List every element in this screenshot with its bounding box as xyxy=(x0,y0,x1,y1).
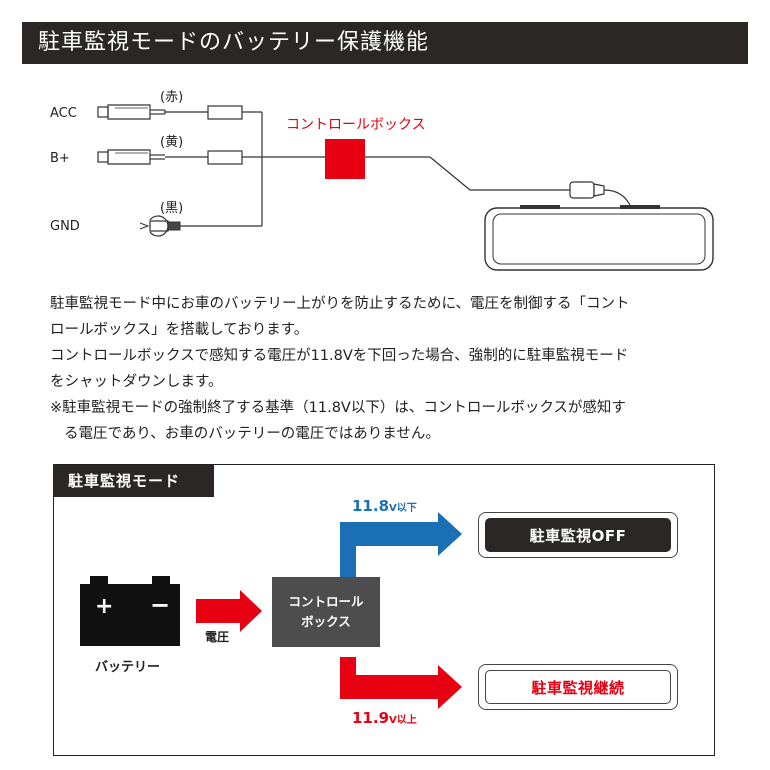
parking-mode-panel: 駐車監視モード xyxy=(53,464,715,756)
control-box-icon xyxy=(325,139,365,179)
bplus-connector-icon xyxy=(97,149,325,165)
voltage-arrow xyxy=(196,590,262,632)
page-header: 駐車監視モードのバッテリー保護機能 xyxy=(22,22,748,64)
wiring-diagram xyxy=(97,104,714,271)
acc-connector-icon xyxy=(97,104,262,120)
rear-view-mirror-icon xyxy=(484,205,714,271)
mirror-continue: 駐車監視継続 xyxy=(478,664,678,710)
control-box-caption: コントロールボックス xyxy=(286,117,426,133)
control-box: コントロール ボックス xyxy=(272,577,380,647)
description: 駐車監視モード中にお車のバッテリー上がりを防止するために、電圧を制御する「コント… xyxy=(50,291,740,447)
gnd-label: GND xyxy=(50,219,80,234)
description-line: ロールボックス」を搭載しております。 xyxy=(50,322,309,338)
parking-off-label: 駐車監視OFF xyxy=(485,518,671,552)
lower-arrow xyxy=(340,657,462,709)
upper-voltage-label: 11.8V以下 xyxy=(352,497,417,515)
bplus-color-label: (黄) xyxy=(160,135,184,150)
gnd-terminal-icon xyxy=(139,215,262,237)
battery-minus-icon: − xyxy=(150,591,171,619)
mirror-plug-icon xyxy=(569,181,631,206)
battery-label: バッテリー xyxy=(95,660,161,675)
control-box-line2: ボックス xyxy=(301,614,351,629)
acc-color-label: (赤) xyxy=(160,90,184,105)
battery-icon xyxy=(80,576,180,646)
mirror-off: 駐車監視OFF xyxy=(478,512,678,558)
description-line: をシャットダウンします。 xyxy=(50,374,223,390)
description-note: ※駐車監視モードの強制終了する基準（11.8V以下）は、コントロールボックスが感… xyxy=(50,400,626,416)
parking-continue-label: 駐車監視継続 xyxy=(485,670,671,704)
gnd-color-label: (黒) xyxy=(160,201,184,216)
lower-voltage-label: 11.9V以上 xyxy=(352,709,417,727)
description-note: る電圧であり、お車のバッテリーの電圧ではありません。 xyxy=(64,426,440,442)
battery-plus-icon: + xyxy=(95,594,114,619)
control-box-line1: コントロール xyxy=(288,594,364,609)
description-line: コントロールボックスで感知する電圧が11.8Vを下回った場合、強制的に駐車監視モ… xyxy=(50,348,629,364)
description-line: 駐車監視モード中にお車のバッテリー上がりを防止するために、電圧を制御する「コント xyxy=(50,296,630,312)
voltage-label: 電圧 xyxy=(205,630,230,644)
acc-label: ACC xyxy=(50,106,77,121)
bplus-label: B+ xyxy=(50,151,70,166)
page-title: 駐車監視モードのバッテリー保護機能 xyxy=(38,30,430,55)
upper-arrow xyxy=(340,512,462,577)
panel-tab-title: 駐車監視モード xyxy=(54,465,214,497)
